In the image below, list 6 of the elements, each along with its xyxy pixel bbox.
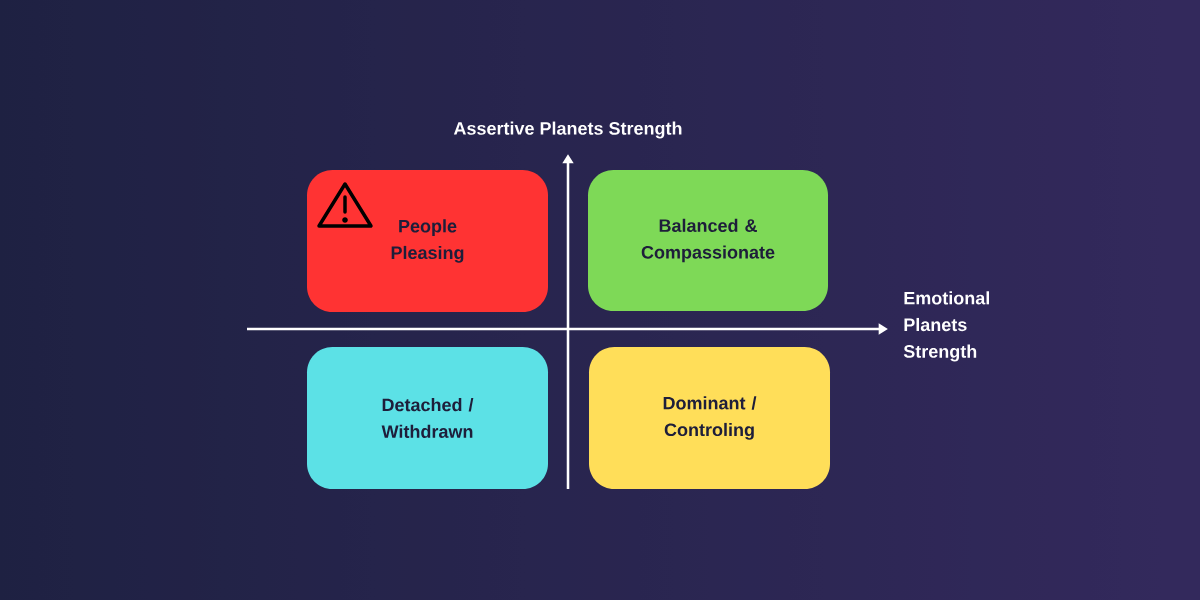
quadrant-box: Balanced & Compassionate	[588, 170, 828, 311]
axis-label: Assertive Planets Strength	[453, 121, 682, 139]
quadrant-box: People Pleasing	[307, 170, 548, 312]
quadrant-box: Dominant / Controling	[589, 347, 830, 489]
axis-label: Emotional Planets Strength	[903, 291, 989, 362]
quadrant-box: Detached / Withdrawn	[307, 347, 548, 489]
